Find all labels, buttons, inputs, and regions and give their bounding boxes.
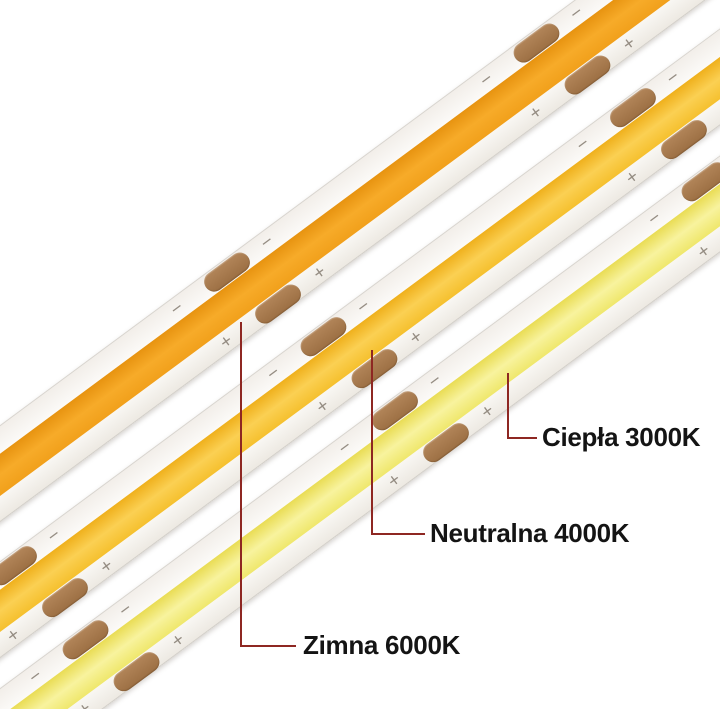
polarity-mark-minus: − bbox=[572, 132, 594, 157]
polarity-mark-plus: + bbox=[383, 468, 406, 493]
polarity-mark-minus: − bbox=[166, 297, 188, 321]
polarity-mark-plus: + bbox=[96, 554, 118, 579]
polarity-mark-plus: + bbox=[215, 330, 238, 354]
polarity-mark-plus: + bbox=[477, 399, 499, 424]
polarity-mark-minus: − bbox=[424, 369, 446, 393]
callout-line-zimna-vertical bbox=[240, 322, 242, 647]
polarity-mark-minus: − bbox=[565, 1, 588, 26]
polarity-mark-minus: − bbox=[114, 598, 137, 622]
callout-line-zimna-horizontal bbox=[240, 645, 296, 647]
callout-label-ciepla: Ciepła 3000K bbox=[542, 421, 701, 452]
polarity-mark-plus: + bbox=[167, 628, 190, 653]
polarity-mark-minus: − bbox=[352, 295, 375, 319]
callout-label-zimna: Zimna 6000K bbox=[303, 629, 461, 660]
callout-line-ciepla-horizontal bbox=[507, 437, 537, 439]
polarity-mark-minus: − bbox=[43, 524, 65, 548]
polarity-mark-minus: − bbox=[334, 435, 356, 460]
polarity-mark-minus: − bbox=[262, 361, 285, 386]
polarity-mark-plus: + bbox=[405, 325, 427, 350]
polarity-mark-plus: + bbox=[312, 394, 334, 419]
polarity-mark-plus: + bbox=[621, 165, 644, 190]
polarity-mark-plus: + bbox=[525, 101, 547, 125]
led-strip-neutralna-4000k: −−++−−++−−++ bbox=[0, 0, 720, 686]
polarity-mark-plus: + bbox=[74, 698, 95, 709]
polarity-mark-minus: − bbox=[256, 230, 278, 255]
polarity-mark-plus: + bbox=[2, 623, 25, 648]
polarity-mark-minus: − bbox=[24, 664, 47, 689]
callout-line-neutralna-vertical bbox=[371, 350, 373, 535]
polarity-mark-plus: + bbox=[309, 261, 331, 285]
polarity-mark-plus: + bbox=[715, 96, 720, 121]
polarity-mark-minus: − bbox=[475, 68, 498, 92]
polarity-mark-minus: − bbox=[643, 206, 666, 231]
callout-line-ciepla-vertical bbox=[507, 373, 509, 439]
polarity-mark-plus: + bbox=[618, 32, 640, 56]
callout-label-neutralna: Neutralna 4000K bbox=[430, 517, 630, 548]
polarity-mark-minus: − bbox=[662, 66, 684, 90]
polarity-mark-plus: + bbox=[693, 239, 715, 264]
callout-line-neutralna-horizontal bbox=[371, 533, 425, 535]
